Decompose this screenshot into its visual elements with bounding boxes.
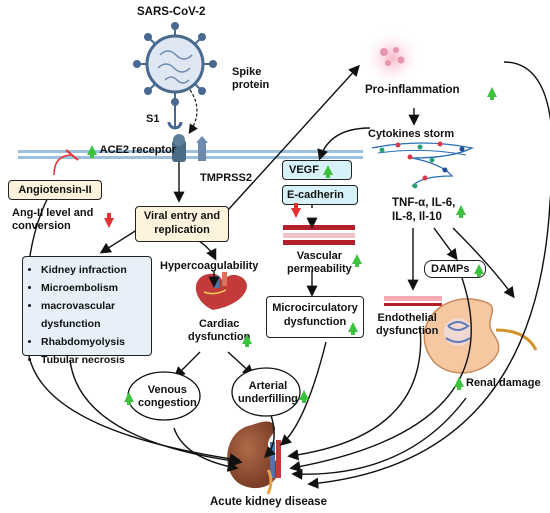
renal-damage-icon <box>423 298 538 374</box>
binding-arrow <box>188 89 198 135</box>
virus-icon <box>133 22 217 106</box>
vascular-up-arrow-icon <box>352 254 362 267</box>
virus-label: SARS-CoV-2 <box>137 6 206 18</box>
arterial-up-arrow-icon <box>299 390 309 403</box>
mechanism-item: macrovascular dysfunction <box>41 297 147 333</box>
proinflammation-up-arrow-icon <box>487 87 497 100</box>
proinflammation-label: Pro-inflammation <box>365 84 460 96</box>
inflammation-glow <box>362 28 422 88</box>
outcome-label: Acute kidney disease <box>210 496 327 508</box>
cardiac-label: Cardiac dysfunction <box>188 318 251 343</box>
damps-box: DAMPs <box>424 260 486 278</box>
ace2-label: ACE2 receptor <box>83 144 176 159</box>
connector-arrows <box>25 61 550 489</box>
heart-icon <box>195 272 247 310</box>
angiotensin-box: Angiotensin-II <box>8 180 102 200</box>
venous-label: Venous congestion <box>138 384 197 409</box>
ang-effect-label: Ang-II level and conversion <box>12 207 94 232</box>
mechanism-item: Kidney infraction <box>41 261 147 279</box>
renal-label: Renal damage <box>466 377 541 389</box>
microcirc-box: Microcirculatory dysfunction <box>266 296 364 338</box>
mechanism-item: Rhabdomyolysis <box>41 333 147 351</box>
cytokine-storm-icon <box>371 141 474 189</box>
tnf-up-arrow-icon <box>456 205 466 218</box>
s1-label: S1 <box>146 113 160 125</box>
kidney-icon <box>227 421 281 495</box>
mechanisms-list: Kidney infraction Microembolism macrovas… <box>27 261 147 369</box>
cardiac-up-arrow-icon <box>242 334 252 347</box>
endothelium-icon <box>384 296 442 306</box>
arterial-label: Arterial underfilling <box>238 380 298 405</box>
cell-membrane <box>18 134 363 162</box>
ang-down-arrow-icon <box>104 213 114 228</box>
vascular-label: Vascular permeability <box>287 250 352 275</box>
mechanism-item: Tubular necrosis <box>41 351 147 369</box>
spike-label: Spike protein <box>232 66 270 91</box>
cytokines-label: Cytokines storm <box>368 128 455 140</box>
hypercoag-label: Hypercoagulability <box>160 260 259 272</box>
vessel-icon <box>283 225 355 245</box>
endothelial-label: Endothelial dysfunction <box>376 312 439 337</box>
renal-up-arrow-icon <box>454 377 464 390</box>
tmprss2-label: TMPRSS2 <box>200 172 252 184</box>
inhibit-line <box>53 154 73 176</box>
spike-head-icon <box>167 121 183 130</box>
ecadherin-box: E-cadherin <box>282 185 358 219</box>
inflammation-cells <box>380 47 405 66</box>
viral-entry-box: Viral entry and replication <box>135 206 229 242</box>
venous-up-arrow-icon <box>124 392 134 405</box>
microcirc-up-arrow-icon <box>348 322 358 335</box>
tnf-label: TNF-α, IL-6, IL-8, Il-10 <box>392 197 456 223</box>
mechanisms-box: Kidney infraction Microembolism macrovas… <box>22 256 152 366</box>
mechanism-item: Microembolism <box>41 279 147 297</box>
vegf-box: VEGF <box>282 160 352 180</box>
